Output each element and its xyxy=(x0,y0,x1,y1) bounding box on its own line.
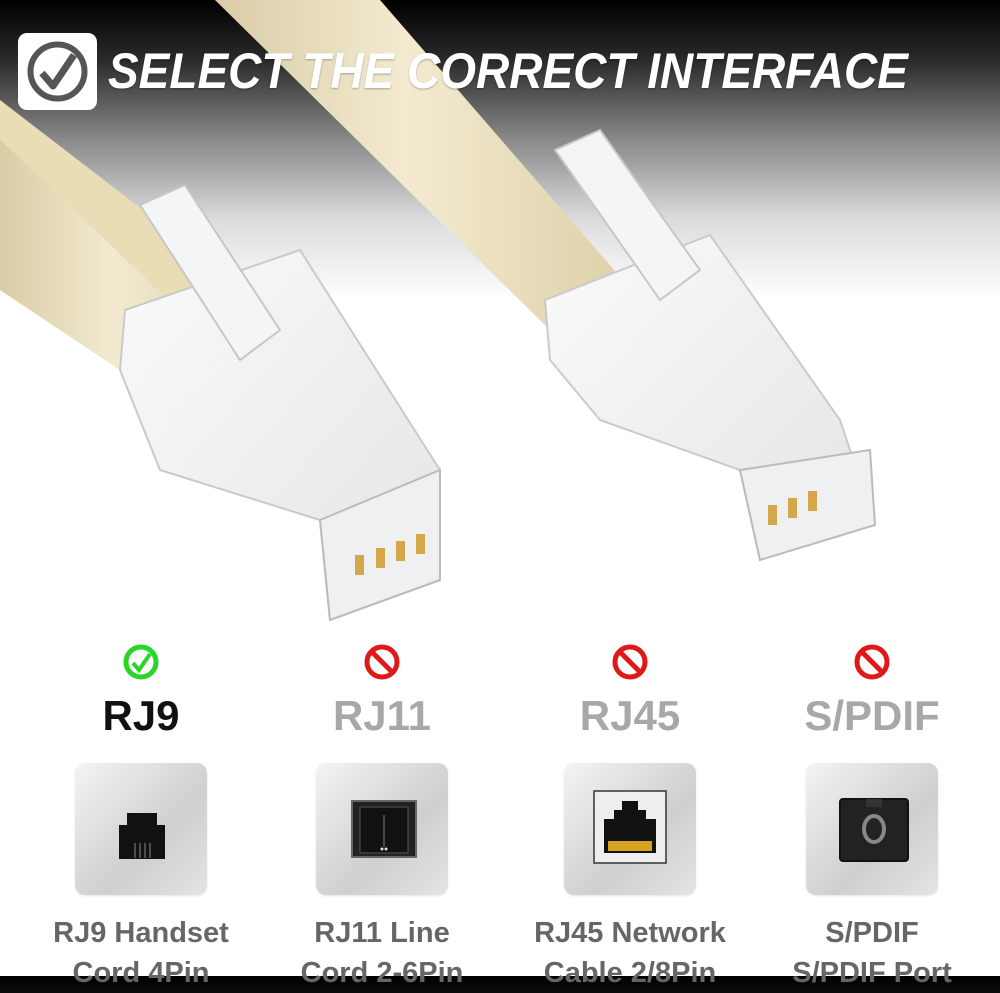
check-badge xyxy=(18,33,97,110)
left-rj9-connector xyxy=(118,183,441,622)
rj45-port-icon xyxy=(593,790,667,864)
spdif-port-icon xyxy=(839,798,909,862)
caption-line-2: S/PDIF Port xyxy=(792,957,952,989)
interface-name: RJ45 xyxy=(579,692,681,739)
caption-line-2: Cord 2-6Pin xyxy=(300,957,464,989)
port-tile xyxy=(806,763,938,895)
prohibited-icon xyxy=(612,644,648,680)
interface-name: RJ11 xyxy=(332,692,432,739)
caption-line-1: RJ9 Handset xyxy=(53,917,229,949)
interface-name: RJ9 xyxy=(102,692,180,739)
caption-line-1: S/PDIF xyxy=(825,917,919,949)
caption-line-2: Cord 4Pin xyxy=(72,957,210,989)
caption-line-2: Cable 2/8Pin xyxy=(543,957,717,989)
caption-line-1: RJ45 Network xyxy=(534,917,726,949)
port-tile xyxy=(316,763,448,895)
interface-spdif: S/PDIF S/PDIF S/PDIF Port xyxy=(752,640,992,993)
caption-line-1: RJ11 Line xyxy=(314,917,450,949)
interface-name: S/PDIF xyxy=(804,692,940,739)
prohibited-icon xyxy=(364,644,400,680)
check-circle-icon xyxy=(27,41,88,102)
port-tile xyxy=(564,763,696,895)
rj11-port-icon xyxy=(351,800,417,858)
prohibited-icon xyxy=(854,644,890,680)
rj9-port-icon xyxy=(119,813,165,859)
port-tile xyxy=(75,763,207,895)
page-title: SELECT THE CORRECT INTERFACE xyxy=(108,43,908,99)
right-cable xyxy=(215,0,640,340)
check-circle-icon xyxy=(123,644,159,680)
right-rj9-connector xyxy=(543,128,877,562)
product-photo-cables xyxy=(0,0,877,622)
